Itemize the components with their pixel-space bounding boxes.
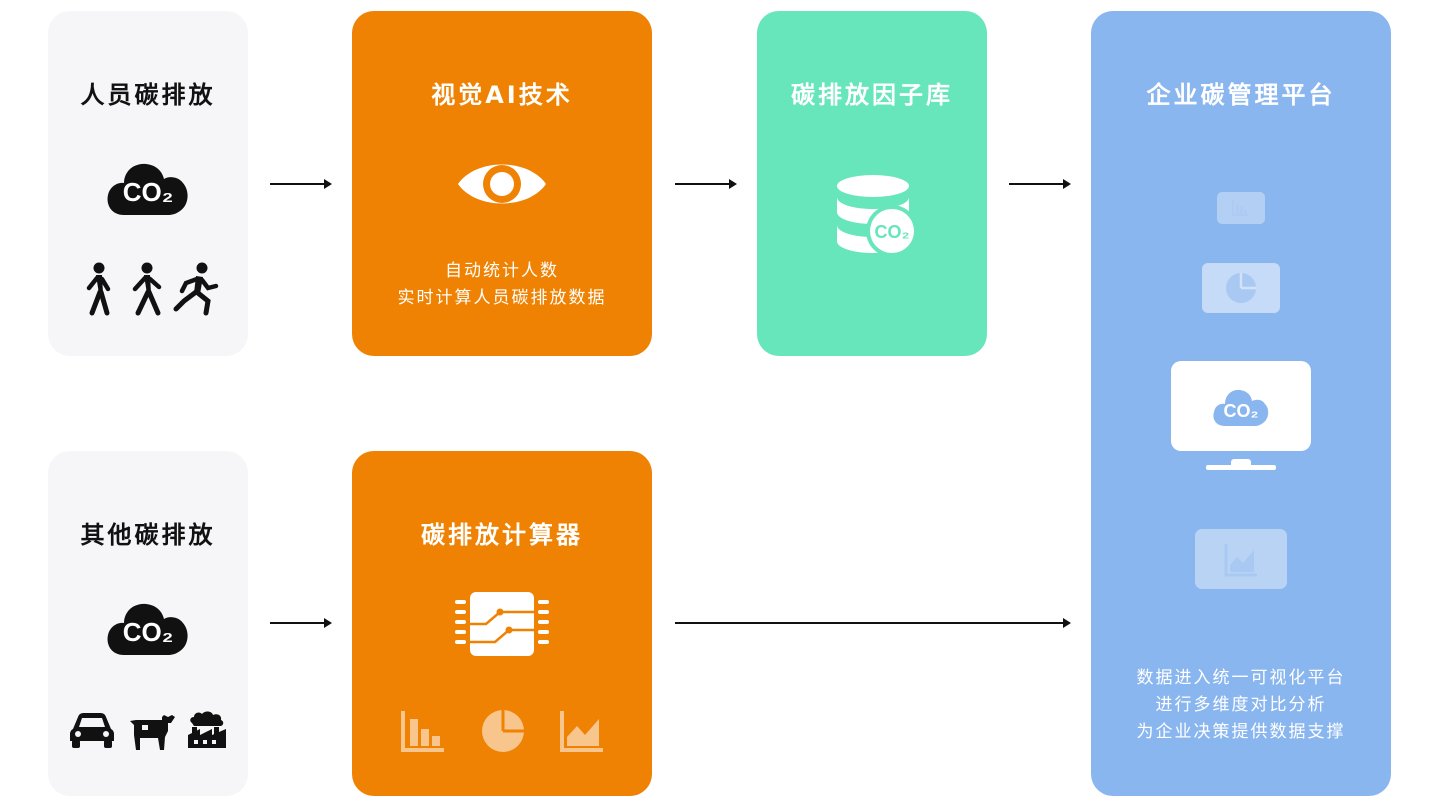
arrow-factor-db-to-platform (1009, 179, 1071, 189)
eye-icon (458, 164, 546, 204)
factor-db-card: 碳排放因子库 CO₂ (757, 11, 987, 356)
walking-person-icon (86, 262, 111, 316)
pie-chart-tile (1202, 263, 1280, 313)
card-title: 企业碳管理平台 (1146, 81, 1336, 109)
cloud-co2-text: CO₂ (1224, 401, 1259, 421)
cloud-co2-icon: CO₂ (107, 163, 188, 215)
vision-ai-card: 视觉AI技术 自动统计人数 实时计算人员碳排放数据 (352, 11, 652, 356)
bar-chart-icon (401, 711, 444, 752)
area-chart-icon (560, 711, 603, 752)
cloud-co2-text: CO₂ (123, 617, 174, 647)
calculator-card: 碳排放计算器 (352, 451, 652, 796)
walking-person-icon (132, 262, 162, 316)
database-co2-text: CO₂ (875, 222, 910, 242)
cloud-co2-icon: CO₂ (107, 603, 188, 655)
monitor-neck (1231, 459, 1251, 465)
cloud-co2-icon: CO₂ (1213, 389, 1269, 426)
card-description: 自动统计人数 实时计算人员碳排放数据 (352, 258, 652, 312)
arrow-other-to-calculator (270, 618, 332, 628)
bar-chart-tile (1217, 192, 1265, 224)
cloud-co2-text: CO₂ (123, 177, 174, 207)
card-title: 碳排放因子库 (791, 81, 953, 109)
cow-icon (130, 715, 175, 750)
factory-icon (188, 711, 226, 748)
desc-line: 为企业决策提供数据支撑 (1136, 722, 1346, 742)
arrow-calculator-to-platform (675, 618, 1071, 628)
area-chart-tile (1195, 529, 1287, 589)
monitor-icon: CO₂ (1171, 361, 1311, 473)
desc-line: 实时计算人员碳排放数据 (397, 288, 607, 308)
card-title: 视觉AI技术 (431, 81, 573, 109)
arrow-vision-to-factor-db (675, 179, 737, 189)
database-co2-icon: CO₂ (837, 175, 918, 257)
other-emission-card: 其他碳排放 CO₂ (48, 451, 248, 796)
running-person-icon (173, 262, 219, 316)
platform-card: 企业碳管理平台 CO₂ 数据进入统一可视化平台 进行多维度 (1091, 11, 1391, 796)
bar-chart-icon (1232, 200, 1249, 216)
card-description: 数据进入统一可视化平台 进行多维度对比分析 为企业决策提供数据支撑 (1091, 665, 1391, 746)
area-chart-icon (1224, 544, 1257, 577)
monitor-base (1206, 465, 1276, 470)
card-title: 人员碳排放 (80, 81, 216, 109)
desc-line: 自动统计人数 (445, 261, 559, 281)
car-icon (70, 713, 114, 748)
card-title: 其他碳排放 (80, 521, 216, 549)
people-emission-card: 人员碳排放 CO₂ (48, 11, 248, 356)
card-title: 碳排放计算器 (421, 521, 583, 549)
arrow-people-to-vision (270, 179, 332, 189)
desc-line: 数据进入统一可视化平台 (1136, 668, 1346, 688)
chip-icon (455, 592, 549, 656)
desc-line: 进行多维度对比分析 (1155, 695, 1327, 715)
pie-chart-icon (1226, 273, 1256, 303)
pie-chart-icon (482, 710, 524, 752)
